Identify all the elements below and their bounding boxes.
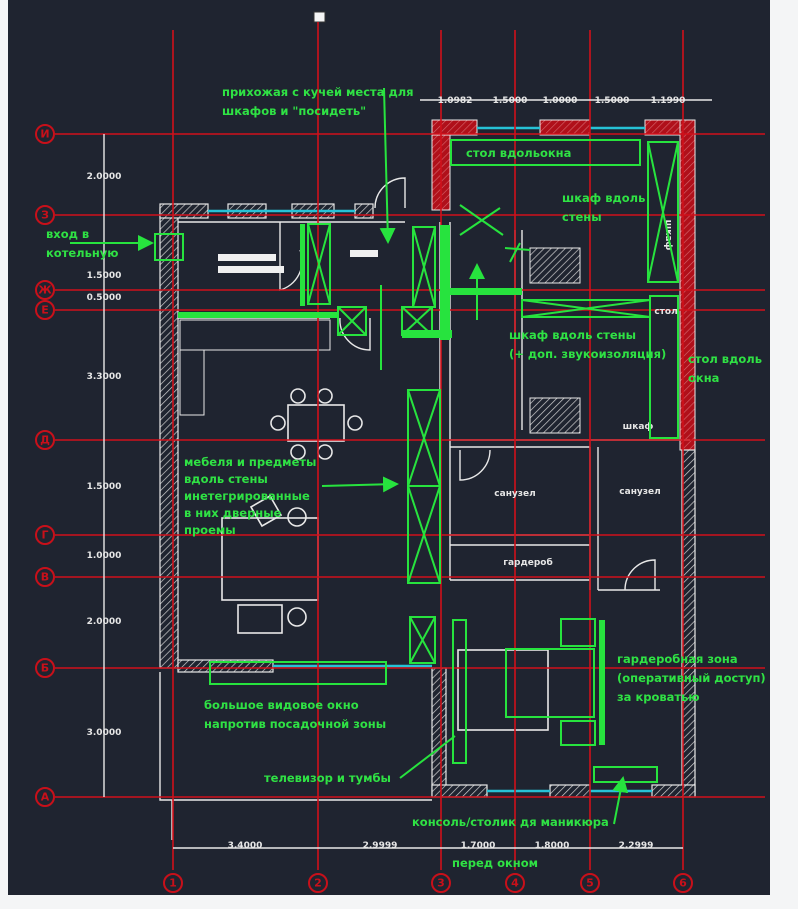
svg-text:4: 4 [511,877,519,890]
svg-text:3.3000: 3.3000 [87,372,122,382]
axis-row-8: Б [35,658,55,678]
svg-text:3: 3 [437,877,445,890]
svg-text:З: З [41,209,49,222]
dimensions: 2.0000 1.5000 0.5000 3.3000 1.5000 1.000… [87,96,712,851]
svg-text:1.0000: 1.0000 [87,551,122,561]
grid-lines [55,22,765,870]
svg-text:2.0000: 2.0000 [87,617,122,627]
row-axis-labels: И З Ж Е Д Г В Б А [35,124,55,807]
room-label-closet: шкаф [623,422,654,432]
axis-row-1: И [35,124,55,144]
svg-text:В: В [41,571,49,584]
axis-row-4: Е [35,300,55,320]
svg-text:Д: Д [40,434,50,447]
svg-text:Е: Е [41,304,49,317]
svg-text:6: 6 [679,877,687,890]
svg-text:1.7000: 1.7000 [461,841,496,851]
axis-row-3: Ж [35,280,55,300]
svg-text:Г: Г [41,529,48,542]
svg-text:1.0982: 1.0982 [438,96,473,106]
svg-text:И: И [40,128,49,141]
axis-col-4: 4 [505,873,525,893]
room-label-wardrobe: гардероб [503,557,553,568]
note-tv: телевизор и тумбы [264,771,391,785]
axis-row-6: Г [35,525,55,545]
svg-text:1.8000: 1.8000 [535,841,570,851]
axis-col-6: 6 [673,873,693,893]
svg-text:А: А [41,791,50,804]
note-wardrobe-zone: гардеробная зона(оперативный доступ)за к… [617,652,766,704]
room-label-bathroom-1: санузел [494,489,535,499]
svg-text:Б: Б [41,662,49,675]
axis-col-1: 1 [163,873,183,893]
svg-text:Ж: Ж [38,284,52,297]
svg-text:1.5000: 1.5000 [595,96,630,106]
svg-text:2.9999: 2.9999 [363,841,398,851]
svg-text:3.0000: 3.0000 [87,728,122,738]
svg-text:1.5000: 1.5000 [87,482,122,492]
svg-text:1.5000: 1.5000 [87,271,122,281]
axis-row-9: А [35,787,55,807]
axis-row-2: З [35,205,55,225]
canvas-background [8,0,770,895]
svg-text:3.4000: 3.4000 [228,841,263,851]
svg-text:2.2999: 2.2999 [619,841,654,851]
axis-col-2: 2 [308,873,328,893]
column-axis-labels: 1 2 3 4 5 6 [163,873,693,893]
svg-text:1.1990: 1.1990 [651,96,686,106]
svg-text:2: 2 [314,877,322,890]
floor-plan-drawing: И З Ж Е Д Г В Б А 1 2 3 4 5 6 2.0000 1.5… [8,0,770,895]
room-label-table: стол [654,307,677,317]
note-desk-window: стол вдольокна [466,146,571,160]
axis-col-5: 5 [580,873,600,893]
svg-text:5: 5 [586,877,594,890]
svg-text:2.0000: 2.0000 [87,172,122,182]
ucs-marker [313,11,326,23]
svg-text:1: 1 [169,877,177,890]
axis-row-7: В [35,567,55,587]
annotation-shapes [70,87,679,825]
svg-text:1.0000: 1.0000 [543,96,578,106]
note-closet-soundproof: шкаф вдоль стены(+ доп. звукоизоляция) [509,328,666,361]
svg-text:0.5000: 0.5000 [87,293,122,303]
svg-text:1.5000: 1.5000 [493,96,528,106]
axis-col-3: 3 [431,873,451,893]
axis-row-5: Д [35,430,55,450]
room-label-bathroom-2: санузел [619,487,660,497]
